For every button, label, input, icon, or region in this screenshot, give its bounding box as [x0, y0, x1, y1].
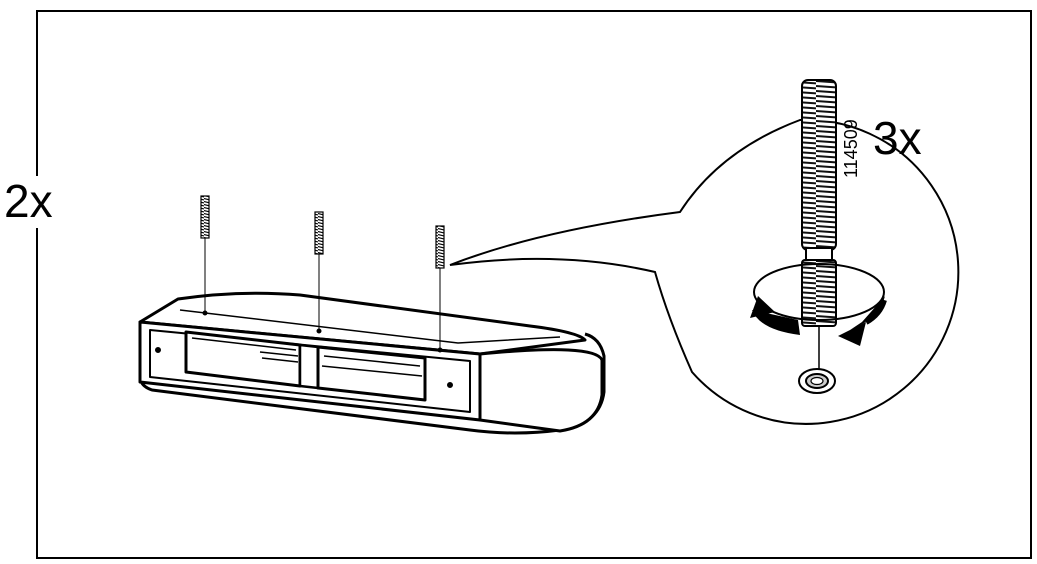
- threaded-dowel-icon: [314, 211, 324, 331]
- clockwise-rotation-arrow-icon: [750, 263, 887, 346]
- threaded-hole-icon: [798, 368, 836, 394]
- base-block-icon: [138, 291, 606, 435]
- part-number-label: 114509: [841, 119, 861, 178]
- base-quantity-label: 2x: [2, 175, 55, 228]
- threaded-dowel-icon: [801, 79, 837, 376]
- threaded-dowel-icon: [200, 195, 210, 313]
- threaded-dowel-icon: [435, 225, 445, 350]
- dowel-quantity-label: 3x: [873, 112, 922, 164]
